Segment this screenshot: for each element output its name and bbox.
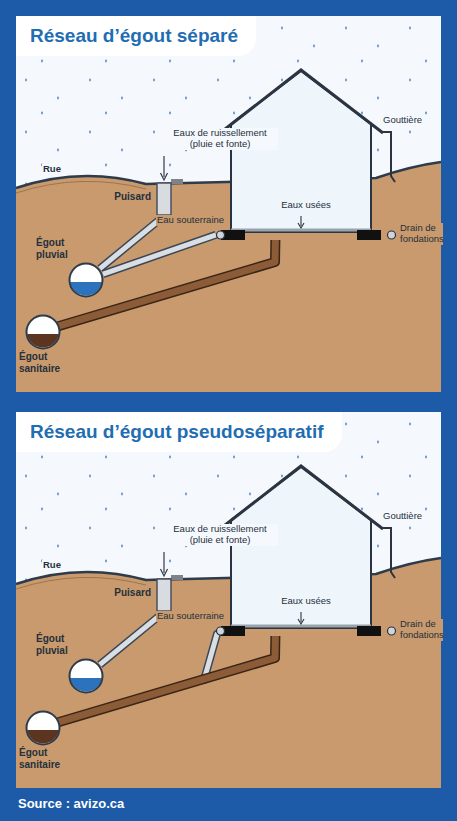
- node-outline: [68, 658, 104, 694]
- title-tab: Réseau d’égout pseudoséparatif: [16, 412, 342, 452]
- sewer-pipe-section: Égout sanitaire: [25, 710, 59, 744]
- callout-label: Gouttière: [382, 115, 423, 126]
- pipe-fill: [103, 235, 216, 274]
- foundation-drain: [217, 627, 225, 635]
- node-label: Eaux usées: [216, 200, 396, 211]
- node-outline: [25, 710, 59, 744]
- foundation-drain: [388, 627, 396, 635]
- pipe-fill: [100, 612, 164, 665]
- sewer-pipe-section: Égout sanitaire: [25, 314, 59, 348]
- source-note: Source : avizo.ca: [18, 797, 124, 812]
- pipe-outline: [100, 612, 164, 665]
- sewer-pipe-section: Égout pluvial: [68, 262, 104, 298]
- node-label: Égout pluvial: [36, 633, 74, 656]
- callout-label: Rue: [42, 164, 62, 175]
- panel: Réseau d’égout séparéEaux usées PuisardÉg…: [16, 16, 441, 392]
- node-label: Égout sanitaire: [19, 747, 69, 770]
- node-label: Égout pluvial: [36, 237, 74, 260]
- foundation-drain: [217, 231, 225, 239]
- foundation-drain: [388, 231, 396, 239]
- catch-basin: Puisard: [156, 578, 172, 612]
- callout-label: Drain de fondations: [399, 619, 443, 641]
- panel-title: Réseau d’égout pseudoséparatif: [30, 421, 324, 442]
- node-label: Égout sanitaire: [19, 351, 69, 374]
- node-outline: [156, 578, 172, 612]
- panel: Réseau d’égout pseudoséparatifEaux usées…: [16, 412, 441, 788]
- roof: [220, 70, 383, 133]
- callout-label: Gouttière: [382, 511, 423, 522]
- footing: [357, 230, 381, 240]
- node-outline: [68, 262, 104, 298]
- callout-label: Eau souterraine: [156, 215, 225, 226]
- callout-label: Drain de fondations: [399, 223, 443, 245]
- storm-pipe: [100, 612, 164, 665]
- storm-pipe: [103, 235, 216, 274]
- node-outline: [216, 66, 396, 240]
- pipe-outline: [103, 235, 216, 274]
- footing: [357, 626, 381, 636]
- node-outline: [156, 182, 172, 216]
- node-label: Puisard: [114, 191, 151, 203]
- node-label: Eaux usées: [216, 596, 396, 607]
- gutter: [382, 528, 395, 578]
- roof: [220, 466, 383, 529]
- pipe-fill: [58, 636, 275, 722]
- node-outline: [216, 462, 396, 636]
- title-tab: Réseau d’égout séparé: [16, 16, 256, 56]
- house: Eaux usées: [216, 462, 396, 636]
- node-label: Puisard: [114, 587, 151, 599]
- sanitary-pipe: [58, 636, 275, 722]
- callout-label: Eaux de ruissellement (pluie et fonte): [162, 524, 278, 546]
- gutter: [382, 132, 395, 182]
- sewer-pipe-section: Égout pluvial: [68, 658, 104, 694]
- node-outline: [25, 314, 59, 348]
- pipe-outline: [58, 636, 275, 722]
- catch-basin: Puisard: [156, 182, 172, 216]
- scene-pseudo: [16, 412, 441, 788]
- scene-separe: [16, 16, 441, 392]
- panel-title: Réseau d’égout séparé: [30, 25, 238, 46]
- callout-label: Rue: [42, 560, 62, 571]
- callout-label: Eau souterraine: [156, 611, 225, 622]
- callout-label: Eaux de ruissellement (pluie et fonte): [162, 128, 278, 150]
- house: Eaux usées: [216, 66, 396, 240]
